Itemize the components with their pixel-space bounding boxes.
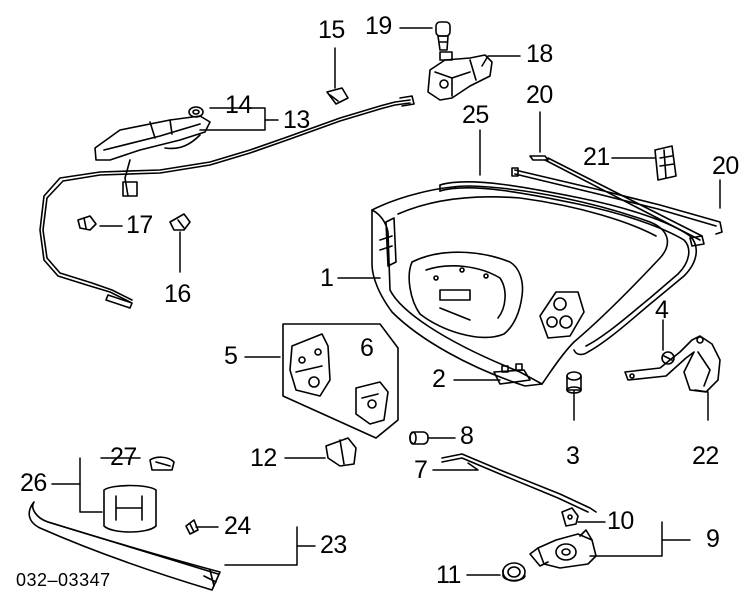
callout-23: 23 (320, 531, 347, 559)
callout-6: 6 (360, 334, 374, 362)
part-24-clip (185, 519, 199, 535)
callout-10: 10 (607, 507, 634, 535)
part-20-seal-right (511, 167, 723, 235)
part-13-release-cable (39, 95, 415, 309)
diagram-code: 032–03347 (16, 570, 111, 590)
callout-22: 22 (692, 442, 719, 470)
callout-12: 12 (250, 444, 277, 472)
callout-26: 26 (20, 469, 47, 497)
part-8-cushion (409, 431, 429, 445)
callout-25: 25 (462, 101, 489, 129)
callout-16: 16 (164, 280, 191, 308)
part-21-bracket (654, 145, 677, 181)
callout-2: 2 (432, 365, 446, 393)
callout-18: 18 (526, 40, 553, 68)
callout-7: 7 (414, 456, 428, 484)
part-23-garnish (28, 501, 221, 591)
part-12-bracket (325, 437, 357, 467)
callout-19: 19 (365, 12, 392, 40)
part-10-nut (561, 507, 579, 527)
callout-5: 5 (224, 342, 238, 370)
part-3-rubber-stop (566, 371, 582, 394)
part-15-clip (326, 87, 349, 105)
callout-15: 15 (318, 16, 345, 44)
part-2-bumper (493, 363, 531, 385)
callout-14: 14 (225, 91, 252, 119)
part-25-weatherstrip (439, 181, 697, 356)
part-27-clip (149, 456, 175, 471)
part-22-hinge (624, 335, 721, 393)
part-18-actuator (427, 51, 493, 101)
leader-lines (51, 27, 721, 576)
part-16-clip (169, 213, 191, 231)
callout-9: 9 (706, 525, 720, 553)
part-17-clip (77, 215, 97, 231)
callout-11: 11 (436, 561, 461, 589)
callout-3: 3 (566, 442, 580, 470)
callout-17: 17 (126, 211, 153, 239)
part-7-rod (441, 453, 597, 513)
part-5-striker (289, 333, 331, 397)
callout-4: 4 (655, 296, 669, 324)
callout-1: 1 (320, 264, 334, 292)
callout-20a: 20 (526, 81, 553, 109)
part-6-latch (355, 381, 389, 425)
part-26-emblem (103, 484, 157, 533)
part-9-lock-cylinder (529, 529, 597, 569)
callout-24: 24 (224, 512, 251, 540)
part-11-seal (502, 562, 526, 582)
callout-8: 8 (460, 422, 474, 450)
callout-20b: 20 (712, 152, 739, 180)
part-1-trunk-lid (371, 185, 669, 387)
part-14-grommet (188, 106, 204, 118)
callout-21: 21 (583, 143, 610, 171)
parts-5-6-box (282, 323, 399, 439)
callout-27: 27 (110, 443, 137, 471)
part-20-seal-upper (529, 155, 705, 247)
callout-13: 13 (283, 106, 310, 134)
part-19-socket (435, 21, 451, 51)
